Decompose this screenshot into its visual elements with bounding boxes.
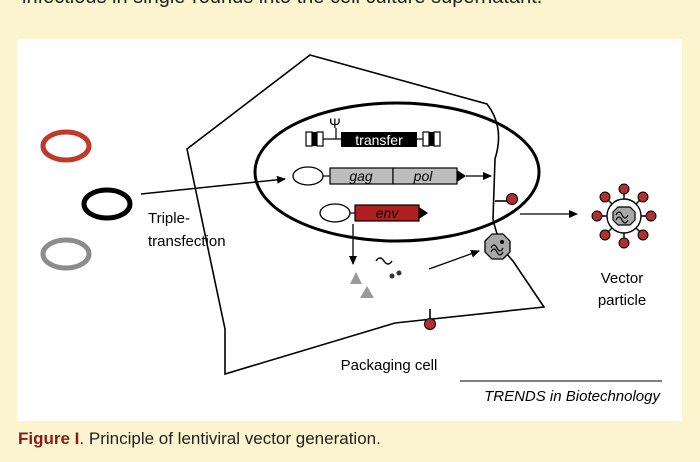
transfer-label: transfer <box>355 132 403 148</box>
packaging-cell-label: Packaging cell <box>341 357 438 374</box>
gag-label: gag <box>349 168 373 184</box>
psi-symbol: Ψ <box>329 115 341 131</box>
gagpol-construct: gag pol <box>292 166 466 186</box>
protein-triangle-1 <box>350 272 362 284</box>
ltr-right <box>422 131 441 147</box>
figure-caption: Figure I. Principle of lentiviral vector… <box>18 429 381 449</box>
transfection-arrow <box>140 175 286 195</box>
gagpol-promoter <box>292 166 324 186</box>
rna-squiggle <box>375 257 393 265</box>
figure-label: Figure I <box>18 429 80 448</box>
protein-triangle-2 <box>360 286 374 298</box>
budding-particle <box>484 233 511 260</box>
transfer-construct: Ψ transfer <box>305 115 441 148</box>
vector-label-line2: particle <box>598 292 646 309</box>
plasmid-red <box>40 129 92 163</box>
vector-particle-icon <box>591 183 657 249</box>
membrane-env-spike-bottom <box>424 309 436 330</box>
nucleus <box>253 101 541 243</box>
protein-dot-2 <box>396 270 402 276</box>
protein-dot-1 <box>389 273 395 279</box>
membrane-env-spike-right <box>495 193 518 205</box>
caption-text: . Principle of lentiviral vector generat… <box>79 429 381 448</box>
header-text: infectious in single-rounds into the cel… <box>22 0 542 9</box>
vector-label-line1: Vector <box>601 270 644 287</box>
plasmid-gray <box>40 237 92 271</box>
diagram-panel: Triple- transfection Ψ transfer gag pol <box>17 39 682 421</box>
triple-label-line1: Triple- <box>148 210 190 227</box>
env-label: env <box>376 205 400 221</box>
env-construct: env <box>319 203 428 223</box>
assembly-arrow <box>428 249 480 270</box>
ltr-left <box>305 131 324 147</box>
source-label: TRENDS in Biotechnology <box>484 388 661 405</box>
pol-label: pol <box>413 168 434 184</box>
triple-label-line2: transfection <box>148 233 226 250</box>
plasmid-black <box>81 187 133 221</box>
lentiviral-diagram: Triple- transfection Ψ transfer gag pol <box>40 54 662 405</box>
transfer-box <box>341 132 417 147</box>
env-promoter <box>319 203 351 223</box>
